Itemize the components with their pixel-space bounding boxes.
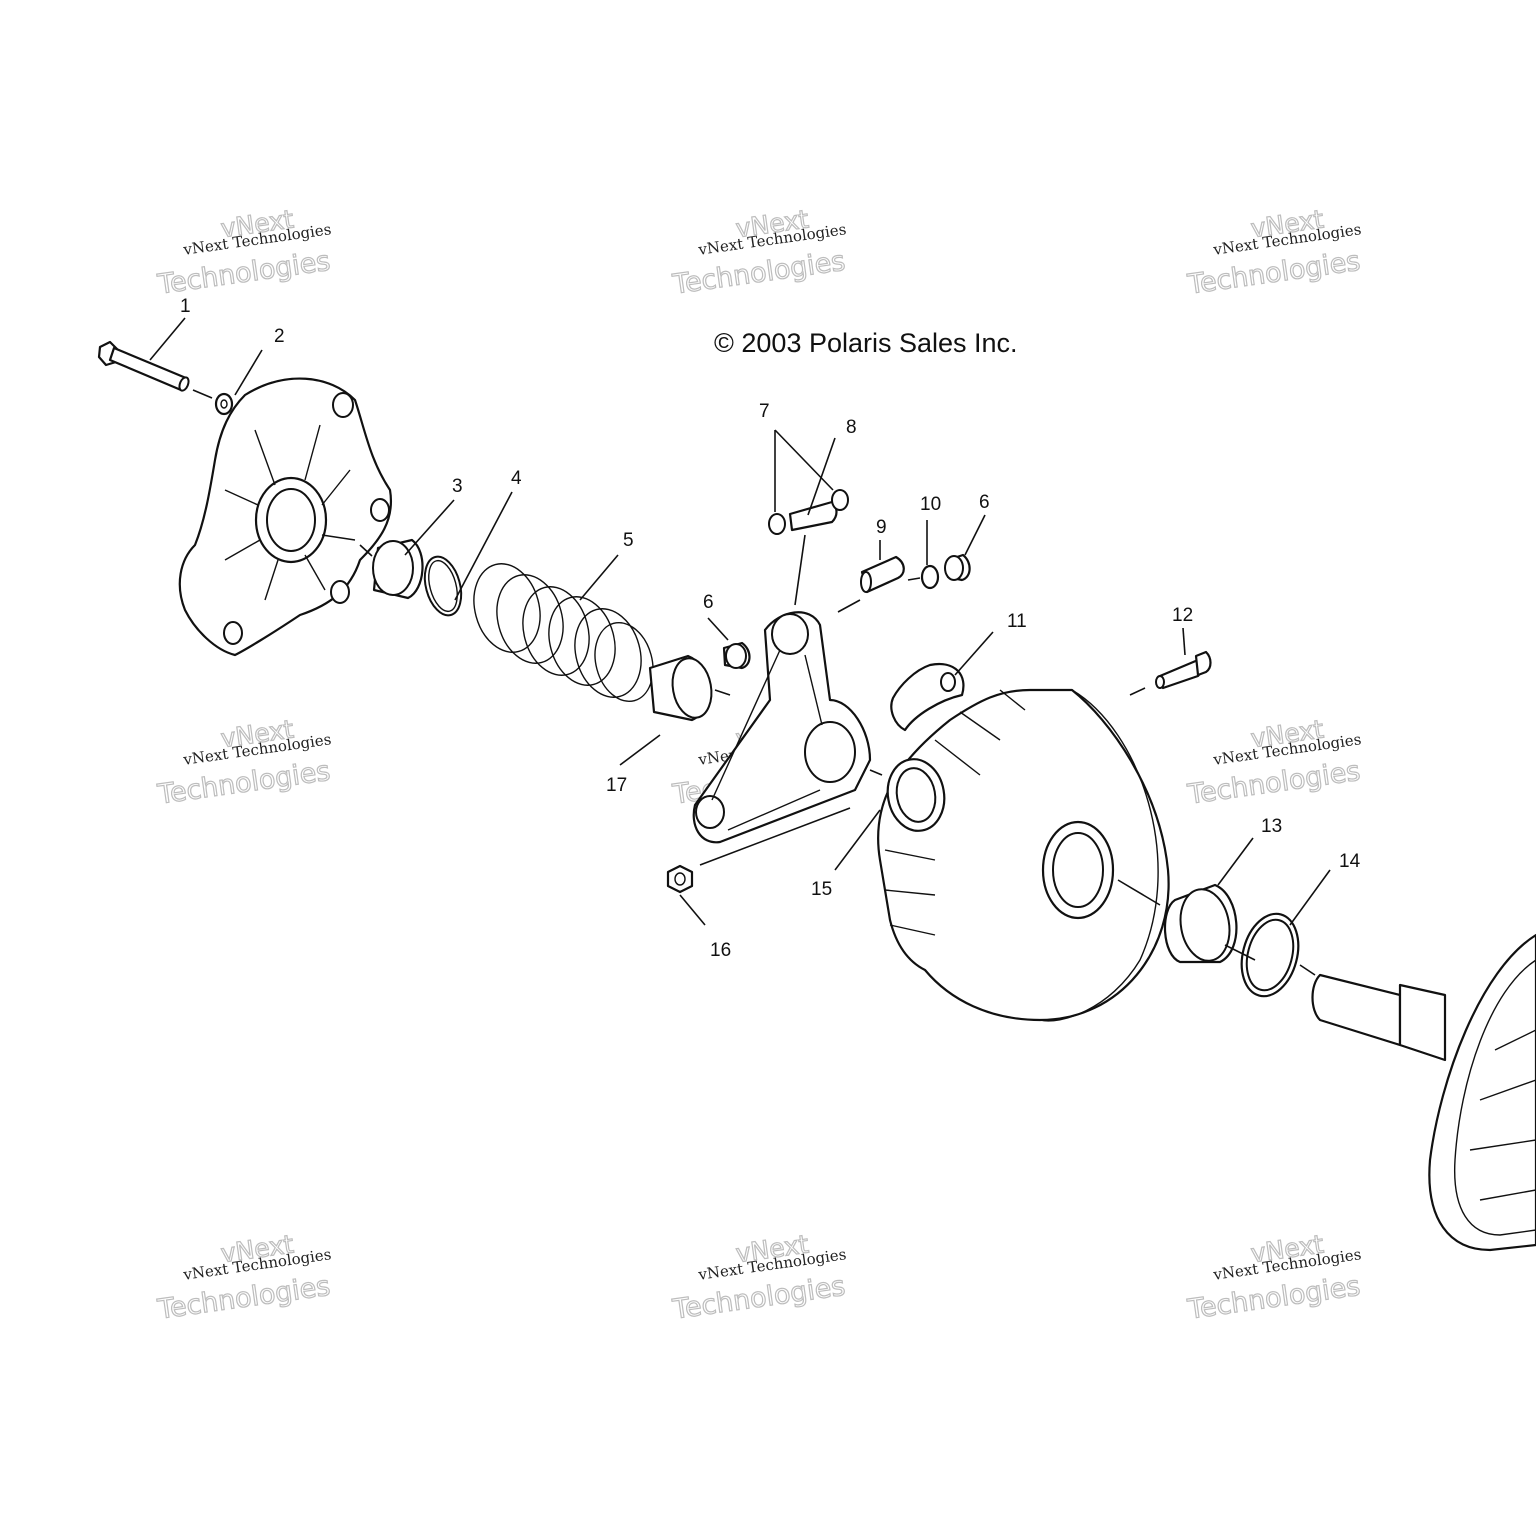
- callout-6-left: 6: [703, 592, 714, 613]
- callout-10: 10: [920, 494, 941, 515]
- part-washer: [214, 392, 234, 416]
- callout-5: 5: [623, 530, 634, 551]
- svg-text:Technologies: Technologies: [670, 1271, 847, 1326]
- part-button: [648, 654, 713, 722]
- callout-8: 8: [846, 417, 857, 438]
- svg-text:Technologies: Technologies: [155, 246, 332, 301]
- watermark-bottom-center: vNext vNext Technologies Technologies: [670, 1229, 848, 1327]
- watermark-mid-right: vNext vNext Technologies Technologies: [1185, 714, 1363, 812]
- part-bushing-15: [886, 758, 946, 832]
- callout-labels: 1 2 3 4 5 6 7 8 9 10 6 11 12 17 15 16 13…: [180, 296, 1361, 961]
- part-pin-washers: [768, 489, 849, 535]
- watermark-top-center: vNext vNext Technologies Technologies: [670, 204, 848, 302]
- callout-6-right: 6: [979, 492, 990, 513]
- watermark-bottom-left: vNext vNext Technologies Technologies: [155, 1229, 333, 1327]
- part-bushing-13: [1163, 883, 1238, 964]
- callout-4: 4: [511, 468, 522, 489]
- callout-13: 13: [1261, 816, 1282, 837]
- watermark-top-left: vNext vNext Technologies Technologies: [155, 204, 333, 302]
- svg-text:Technologies: Technologies: [1185, 246, 1362, 301]
- part-roller-left: [722, 641, 751, 670]
- svg-text:Technologies: Technologies: [1185, 756, 1362, 811]
- callout-14: 14: [1339, 851, 1361, 872]
- part-movable-sheave: [877, 688, 1170, 1022]
- watermark-bottom-right: vNext vNext Technologies Technologies: [1185, 1229, 1363, 1327]
- part-bolt-12: [1155, 650, 1212, 690]
- callout-1: 1: [180, 296, 191, 317]
- part-washer-10: [920, 564, 940, 590]
- watermark-top-right: vNext vNext Technologies Technologies: [1185, 204, 1363, 302]
- watermark-mid-left: vNext vNext Technologies Technologies: [155, 714, 333, 812]
- copyright-notice: © 2003 Polaris Sales Inc.: [714, 328, 1018, 358]
- part-pin: [860, 555, 905, 594]
- part-nut: [666, 864, 694, 894]
- svg-text:Technologies: Technologies: [155, 1271, 332, 1326]
- part-fixed-sheave-shaft: [1311, 933, 1536, 1252]
- part-spring: [473, 563, 654, 703]
- part-cover: [178, 377, 393, 657]
- part-snap-ring: [423, 555, 463, 617]
- part-bolt: [97, 340, 190, 392]
- callout-11: 11: [1007, 611, 1027, 632]
- part-roller-right: [944, 553, 971, 582]
- part-ring-14: [1240, 912, 1300, 998]
- callout-7: 7: [759, 401, 770, 422]
- callout-16: 16: [710, 940, 731, 961]
- part-spider: [692, 611, 872, 844]
- svg-text:Technologies: Technologies: [670, 246, 847, 301]
- leader-lines: [149, 317, 1331, 976]
- part-bushing: [372, 538, 424, 600]
- svg-text:Technologies: Technologies: [1185, 1271, 1362, 1326]
- callout-2: 2: [274, 326, 285, 347]
- callout-15: 15: [811, 879, 832, 900]
- callout-12: 12: [1172, 605, 1193, 626]
- callout-17: 17: [606, 775, 627, 796]
- callout-9: 9: [876, 517, 887, 538]
- svg-text:Technologies: Technologies: [155, 756, 332, 811]
- callout-3: 3: [452, 476, 463, 497]
- part-weight: [890, 662, 965, 732]
